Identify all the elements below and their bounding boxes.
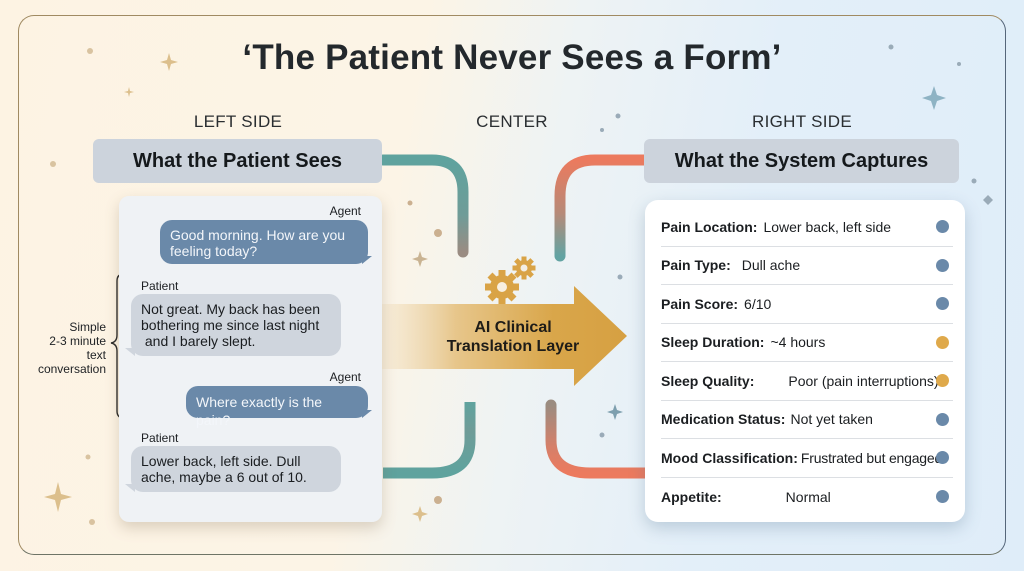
connector-top-left [377, 154, 469, 258]
right-side-label: RIGHT SIDE [752, 112, 852, 131]
message-line: Where exactly is the pain? [196, 394, 323, 428]
field-label: Sleep Quality: [661, 372, 755, 389]
captured-field-row: Sleep Duration: ~4 hours [661, 324, 953, 362]
captured-field-row: Pain Location: Lower back, left side [661, 208, 953, 247]
captured-field-row: Mood Classification: Frustrated but enga… [661, 439, 953, 478]
diagram-frame [18, 15, 1006, 555]
field-value: Normal [785, 488, 831, 505]
message-line: Lower back, left side. Dull [141, 453, 301, 469]
connector-bottom-right [545, 399, 651, 479]
connector-top-right [554, 154, 651, 262]
captured-field-row: Pain Score: 6/10 [661, 285, 953, 324]
field-value: Dull ache [741, 257, 801, 274]
translation-layer-label: AI Clinical Translation Layer [418, 318, 608, 356]
translation-arrow [382, 286, 627, 386]
annotation-line: Simple [69, 320, 106, 334]
message-line: and I barely slept. [141, 333, 256, 349]
message-line: Not great. My back has been [141, 301, 320, 317]
speaker-label: Agent [329, 204, 361, 218]
field-label: Medication Status: [661, 411, 786, 428]
message-line: Good morning. How are you [170, 227, 346, 243]
field-label: Sleep Duration: [661, 334, 765, 351]
status-dot-icon [936, 220, 949, 234]
patient-message-bubble: Lower back, left side. Dull ache, maybe … [131, 446, 341, 492]
left-side-label: LEFT SIDE [193, 112, 283, 131]
message-line: bothering me since last night [141, 317, 320, 333]
field-value: Frustrated but engaged [800, 449, 943, 466]
annotation-line: text [86, 348, 106, 362]
status-dot-icon [936, 297, 949, 311]
decorative-sparkles [44, 53, 993, 522]
agent-message-bubble: Good morning. How are you feeling today? [160, 220, 368, 264]
page-title: ‘The Patient Never Sees a Form’ [242, 38, 782, 77]
captured-field-row: Medication Status: Not yet taken [661, 401, 953, 439]
field-value: Poor (pain interruptions) [788, 372, 939, 389]
status-dot-icon [936, 412, 949, 426]
field-label: Pain Score: [661, 295, 739, 312]
center-label: CENTER [476, 112, 548, 131]
agent-message-bubble: Where exactly is the pain? [186, 386, 368, 428]
speaker-label: Patient [141, 431, 179, 445]
annotation-line: conversation [37, 362, 106, 376]
patient-message-bubble: Not great. My back has been bothering me… [131, 294, 341, 356]
captured-field-row: Pain Type: Dull ache [661, 247, 953, 285]
conversation-brace [110, 273, 125, 419]
decorative-dots [50, 44, 977, 525]
captured-fields-card: Pain Location: Lower back, left side Pai… [645, 200, 965, 522]
field-value: Not yet taken [790, 411, 873, 428]
field-label: Pain Location: [661, 218, 758, 235]
translation-label-line: AI Clinical [474, 319, 552, 336]
captured-field-row: Sleep Quality: Poor (pain interruptions) [661, 362, 953, 401]
connector-bottom-left [383, 402, 476, 479]
field-label: Appetite: [661, 488, 722, 505]
message-line: feeling today? [170, 243, 258, 259]
bubble-tail [125, 484, 135, 492]
speaker-label: Patient [141, 279, 179, 293]
field-value: Lower back, left side [763, 218, 892, 235]
bubble-tail [362, 256, 372, 264]
field-value: 6/10 [744, 295, 772, 312]
system-capture-header: What the System Captures [644, 139, 959, 183]
status-dot-icon [936, 451, 949, 465]
status-dot-icon [936, 490, 949, 504]
chat-card: Agent Good morning. How are you feeling … [119, 196, 382, 522]
conversation-annotation: Simple 2-3 minute text conversation [26, 320, 106, 376]
gears-icon [485, 256, 536, 304]
field-label: Pain Type: [661, 257, 731, 274]
status-dot-icon [936, 258, 949, 272]
field-value: ~4 hours [770, 334, 826, 351]
status-dot-icon [936, 335, 949, 349]
translation-label-line: Translation Layer [446, 338, 580, 355]
status-dot-icon [936, 374, 949, 388]
message-line: ache, maybe a 6 out of 10. [141, 469, 307, 485]
bubble-tail [362, 410, 372, 418]
field-label: Mood Classification: [661, 449, 798, 466]
bubble-tail [125, 348, 135, 356]
speaker-label: Agent [329, 370, 361, 384]
annotation-line: 2-3 minute [49, 334, 106, 348]
patient-view-header: What the Patient Sees [93, 139, 382, 183]
captured-field-row: Appetite: Normal [661, 478, 953, 517]
